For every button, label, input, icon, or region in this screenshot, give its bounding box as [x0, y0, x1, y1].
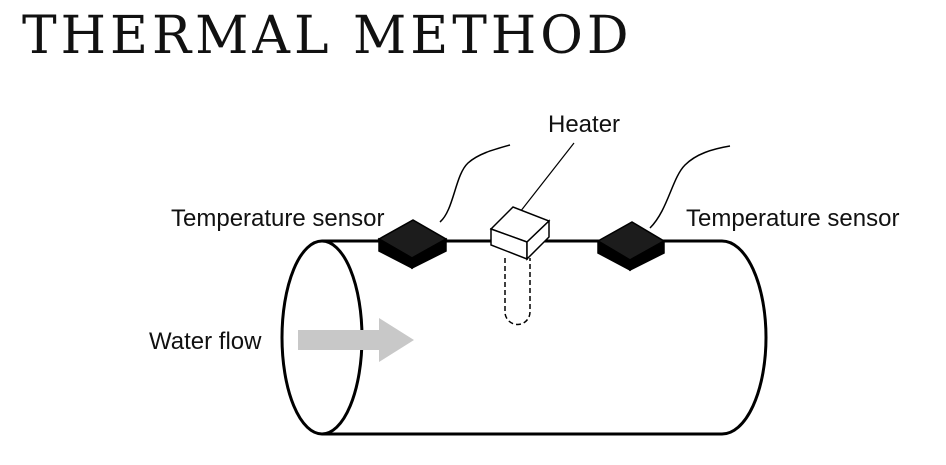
left-sensor-label: Temperature sensor: [171, 205, 384, 232]
heater-leader-line: [519, 142, 575, 213]
page-title: THERMAL METHOD: [22, 6, 633, 66]
heater-front-right: [526, 219, 550, 261]
left-sensor-front-right: [411, 237, 447, 270]
right-sensor-cable: [649, 145, 731, 229]
heater-block: [489, 206, 551, 261]
left-sensor-cable: [439, 144, 511, 223]
water-flow-label: Water flow: [149, 328, 262, 355]
right-temperature-sensor: [596, 221, 666, 272]
right-sensor-label: Temperature sensor: [686, 205, 899, 232]
heater-label: Heater: [548, 111, 620, 138]
pipe-right-end: [721, 239, 768, 436]
left-temperature-sensor: [377, 219, 448, 270]
right-sensor-front-right: [629, 239, 665, 272]
heater-probe: [504, 258, 531, 326]
water-flow-arrow: [298, 318, 414, 362]
